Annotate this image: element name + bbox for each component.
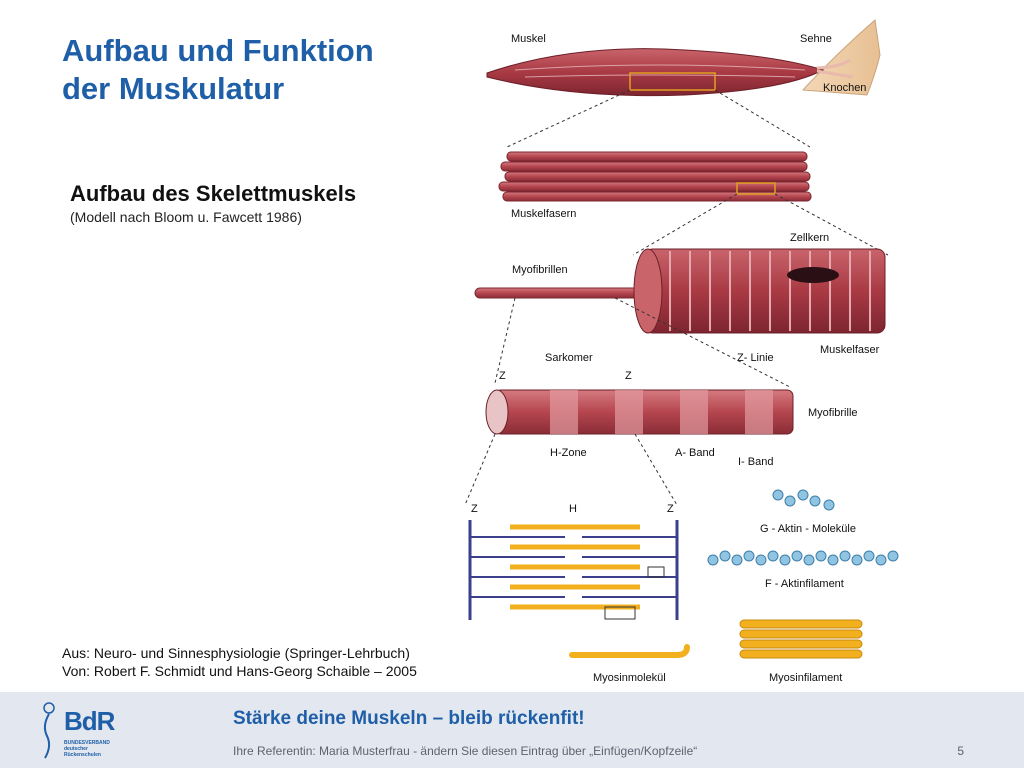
whole-muscle (486, 19, 881, 97)
label-myofibrille: Myofibrille (808, 407, 858, 419)
slide-title-line2: der Muskulatur (62, 71, 285, 106)
label-muskelfaser: Muskelfaser (820, 344, 880, 356)
label-h-zone: H-Zone (550, 447, 587, 459)
label-z-left: Z (499, 370, 506, 382)
page-number: 5 (957, 744, 964, 758)
label-a-band: A- Band (675, 447, 715, 459)
myosin-filament (739, 619, 863, 659)
logo-text: BdR (64, 706, 115, 736)
label-myofibrillen: Myofibrillen (512, 264, 568, 276)
label-z-right: Z (625, 370, 632, 382)
label-z-linie: Z- Linie (737, 352, 774, 364)
slide-title: Aufbau und Funktion der Muskulatur (62, 32, 374, 108)
f-actin-filament (707, 550, 899, 566)
myofibril (485, 389, 794, 435)
label-f-aktin: F - Aktinfilament (765, 578, 844, 590)
label-muskel: Muskel (511, 33, 546, 45)
footer-slogan: Stärke deine Muskeln – bleib rückenfit! (233, 708, 585, 729)
presenter-note: Ihre Referentin: Maria Musterfrau - ände… (233, 744, 698, 758)
label-knochen: Knochen (823, 82, 866, 94)
label-z-sarcomere-right: Z (667, 503, 674, 515)
muscle-fibers-bundle (498, 151, 812, 202)
g-actin-molecules (772, 489, 835, 511)
label-h: H (569, 503, 577, 515)
label-i-band: I- Band (738, 456, 773, 468)
source-line2: Von: Robert F. Schmidt und Hans-Georg Sc… (62, 663, 417, 679)
muscle-structure-figure: Muskel Sehne Knochen Muskelfasern Myofib… (464, 19, 899, 684)
label-myosinfilament: Myosinfilament (769, 672, 842, 684)
label-sarkomer: Sarkomer (545, 352, 593, 364)
label-g-aktin: G - Aktin - Moleküle (760, 523, 856, 535)
spine-figure-icon (43, 702, 55, 759)
label-sehne: Sehne (800, 33, 832, 45)
myosin-molecule (569, 644, 690, 658)
label-muskelfasern: Muskelfasern (511, 208, 576, 220)
label-z-sarcomere-left: Z (471, 503, 478, 515)
slide-title-line1: Aufbau und Funktion (62, 33, 374, 68)
label-myosinmolekuel: Myosinmolekül (593, 672, 666, 684)
sarcomere-filaments (468, 520, 679, 620)
footer-bar: BdR BUNDESVERBAND deutscher Rückenschule… (0, 692, 1024, 768)
bdr-logo: BdR BUNDESVERBAND deutscher Rückenschule… (36, 700, 116, 762)
slide-subtitle: Aufbau des Skelettmuskels (70, 181, 357, 206)
muscle-fiber (474, 248, 886, 334)
model-note: (Modell nach Bloom u. Fawcett 1986) (70, 209, 302, 225)
label-zellkern: Zellkern (790, 232, 829, 244)
source-citation: Aus: Neuro- und Sinnesphysiologie (Sprin… (62, 644, 417, 680)
logo-subtext: BUNDESVERBAND deutscher Rückenschulen (64, 740, 110, 758)
source-line1: Aus: Neuro- und Sinnesphysiologie (Sprin… (62, 645, 410, 661)
